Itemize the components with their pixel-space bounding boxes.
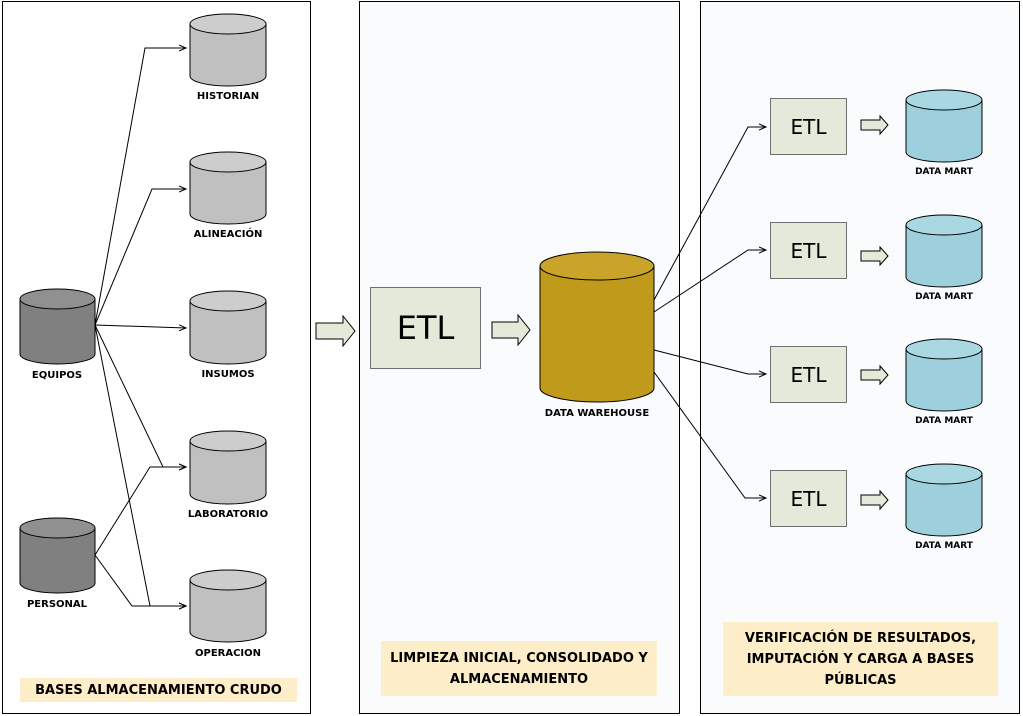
db-equipos [19, 288, 96, 365]
caption-public-line1: VERIFICACIÓN DE RESULTADOS, [744, 630, 977, 646]
etl-mart-label-2: ETL [790, 238, 827, 263]
caption-public-line2: IMPUTACIÓN Y CARGA A BASES [746, 651, 975, 667]
caption-public-line3: PÚBLICAS [824, 672, 897, 688]
connector-personal-operacion [94, 554, 186, 606]
connector-personal-laboratorio [94, 467, 186, 556]
db-operacion [189, 569, 267, 643]
db-insumos [189, 290, 267, 365]
label-laboratorio: LABORATORIO [187, 509, 269, 520]
raw-connectors [94, 48, 186, 606]
caption-cleaning: LIMPIEZA INICIAL, CONSOLIDADO Y ALMACENA… [381, 641, 657, 696]
label-data-mart-4: DATA MART [915, 541, 973, 551]
etl-main-label: ETL [396, 309, 455, 347]
label-insumos: INSUMOS [201, 369, 255, 380]
block-arrow-mart-2 [860, 245, 889, 267]
caption-cleaning-line2: ALMACENAMIENTO [449, 671, 589, 687]
connector-warehouse-etl-4 [653, 371, 766, 498]
etl-mart-label-1: ETL [790, 114, 827, 139]
caption-raw-text: BASES ALMACENAMIENTO CRUDO [35, 682, 282, 698]
db-data-mart-1 [905, 89, 983, 163]
connector-equipos-alineacion [94, 189, 186, 326]
connector-equipos-historian [94, 48, 186, 326]
db-data-mart-4 [905, 463, 983, 537]
db-data-mart-3 [905, 338, 983, 412]
etl-mart-box-2: ETL [770, 222, 847, 279]
block-arrow-etl-to-warehouse [491, 313, 531, 347]
block-arrow-mart-3 [860, 364, 889, 386]
etl-mart-box-3: ETL [770, 346, 847, 403]
db-alineacion [189, 151, 267, 225]
label-data-mart-2: DATA MART [915, 292, 973, 302]
etl-mart-label-3: ETL [790, 362, 827, 387]
label-alineacion: ALINEACIÓN [193, 229, 263, 240]
etl-mart-box-4: ETL [770, 470, 847, 527]
etl-mart-label-4: ETL [790, 486, 827, 511]
connector-warehouse-etl-2 [653, 250, 766, 313]
caption-raw-storage: BASES ALMACENAMIENTO CRUDO [20, 678, 297, 702]
block-arrow-mart-4 [860, 489, 889, 511]
db-data-warehouse [539, 251, 655, 403]
block-arrow-raw-to-etl [315, 314, 356, 348]
label-data-warehouse: DATA WAREHOUSE [544, 408, 650, 419]
db-data-mart-2 [905, 214, 983, 288]
label-historian: HISTORIAN [196, 91, 260, 102]
label-equipos: EQUIPOS [31, 370, 83, 381]
caption-public: VERIFICACIÓN DE RESULTADOS, IMPUTACIÓN Y… [723, 622, 998, 696]
block-arrow-mart-1 [860, 114, 889, 136]
label-data-mart-3: DATA MART [915, 416, 973, 426]
db-personal [19, 517, 96, 594]
connector-equipos-insumos [94, 325, 186, 328]
connector-warehouse-etl-1 [653, 127, 766, 301]
connector-equipos-operacion [94, 324, 186, 606]
label-personal: PERSONAL [26, 599, 88, 610]
connector-warehouse-etl-3 [653, 349, 766, 374]
etl-main-box: ETL [370, 287, 481, 369]
warehouse-connectors [653, 127, 766, 498]
db-historian [189, 13, 267, 87]
caption-cleaning-line1: LIMPIEZA INICIAL, CONSOLIDADO Y [390, 650, 648, 666]
db-laboratorio [189, 430, 267, 505]
label-operacion: OPERACION [194, 648, 262, 659]
label-data-mart-1: DATA MART [915, 167, 973, 177]
etl-mart-box-1: ETL [770, 98, 847, 155]
